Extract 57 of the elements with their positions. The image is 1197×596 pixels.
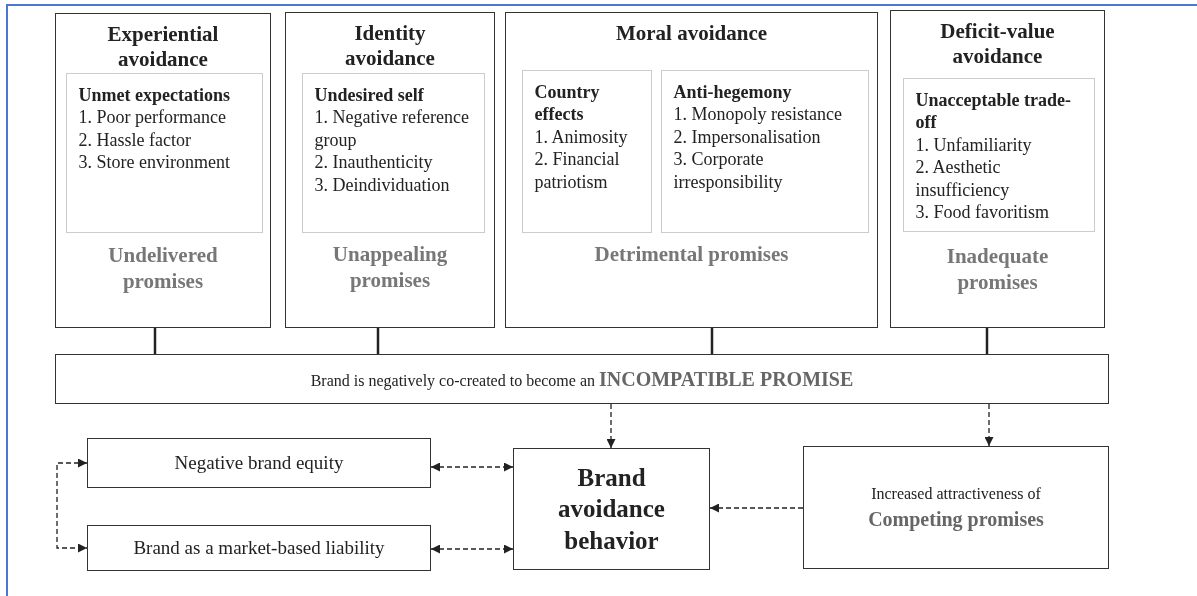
behavior-text: Brand avoidance behavior (557, 463, 666, 556)
subcategory-heading: Country effects (534, 80, 601, 126)
consequence-box (87, 525, 431, 571)
arrow (430, 544, 514, 554)
subcategory-heading: Unacceptable trade-off (915, 88, 1072, 134)
promise-label: Undelivered promises (107, 242, 219, 295)
connector-line (710, 328, 714, 354)
subcategory-heading: Anti-hegemony (673, 80, 793, 103)
category-heading: Moral avoidance (614, 21, 769, 47)
category-box (890, 10, 1105, 328)
subcategory-box (65, 72, 263, 233)
category-heading: Identity avoidance (344, 21, 436, 72)
connector-line (153, 328, 157, 354)
list-item: 3. Food favoritism (915, 201, 1050, 224)
subcategory-heading: Unmet expectations (78, 83, 231, 106)
list-item: 1. Monopoly resistance (673, 103, 843, 126)
list-item: 3. Deindividuation (314, 173, 451, 196)
category-box (285, 12, 495, 328)
arrow (709, 503, 804, 513)
consequence-text: Brand as a market-based liability (132, 537, 386, 559)
category-box (505, 12, 878, 328)
behavior-box (513, 448, 710, 570)
category-heading: Experiential avoidance (106, 22, 220, 73)
list-item: 3. Store environment (78, 151, 231, 174)
list-item: 1. Animosity (534, 125, 629, 148)
subcategory-box (521, 69, 652, 233)
list-item: 2. Aesthetic insufficiency (915, 156, 1011, 201)
list-item: 1. Negative reference group (314, 106, 470, 151)
list-item: 2. Impersonalisation (673, 125, 822, 148)
outcome-bar (55, 354, 1109, 404)
list-item: 2. Hassle factor (78, 128, 192, 151)
list-item: 2. Financial patriotism (534, 148, 621, 193)
arrow (430, 462, 514, 472)
list-item: 2. Inauthenticity (314, 151, 434, 174)
arrow (984, 403, 994, 447)
subcategory-box (660, 69, 869, 233)
arrow (606, 403, 616, 449)
factor-box (803, 446, 1109, 569)
consequence-text: Negative brand equity (173, 452, 345, 474)
promise-label: Inadequate promises (945, 243, 1050, 296)
list-item: 3. Corporate irresponsibility (673, 148, 784, 193)
arrow (56, 458, 88, 553)
subcategory-heading: Undesired self (314, 83, 425, 106)
list-item: 1. Poor performance (78, 106, 227, 129)
promise-label: Unappealing promises (331, 241, 449, 294)
category-heading: Deficit-value avoidance (939, 19, 1056, 70)
consequence-box (87, 438, 431, 488)
promise-label: Detrimental promises (593, 241, 790, 268)
subcategory-box (301, 72, 485, 233)
factor-text: Increased attractiveness of (871, 484, 1041, 505)
subcategory-box (902, 77, 1095, 232)
outcome-text: Brand is negatively co-created to become an INCOMPATIBLE PROMISE (310, 367, 854, 391)
category-box (55, 13, 271, 328)
list-item: 1. Unfamiliarity (915, 133, 1033, 156)
connector-line (376, 328, 380, 354)
factor-heading: Competing promises (868, 506, 1044, 532)
connector-line (985, 328, 989, 354)
